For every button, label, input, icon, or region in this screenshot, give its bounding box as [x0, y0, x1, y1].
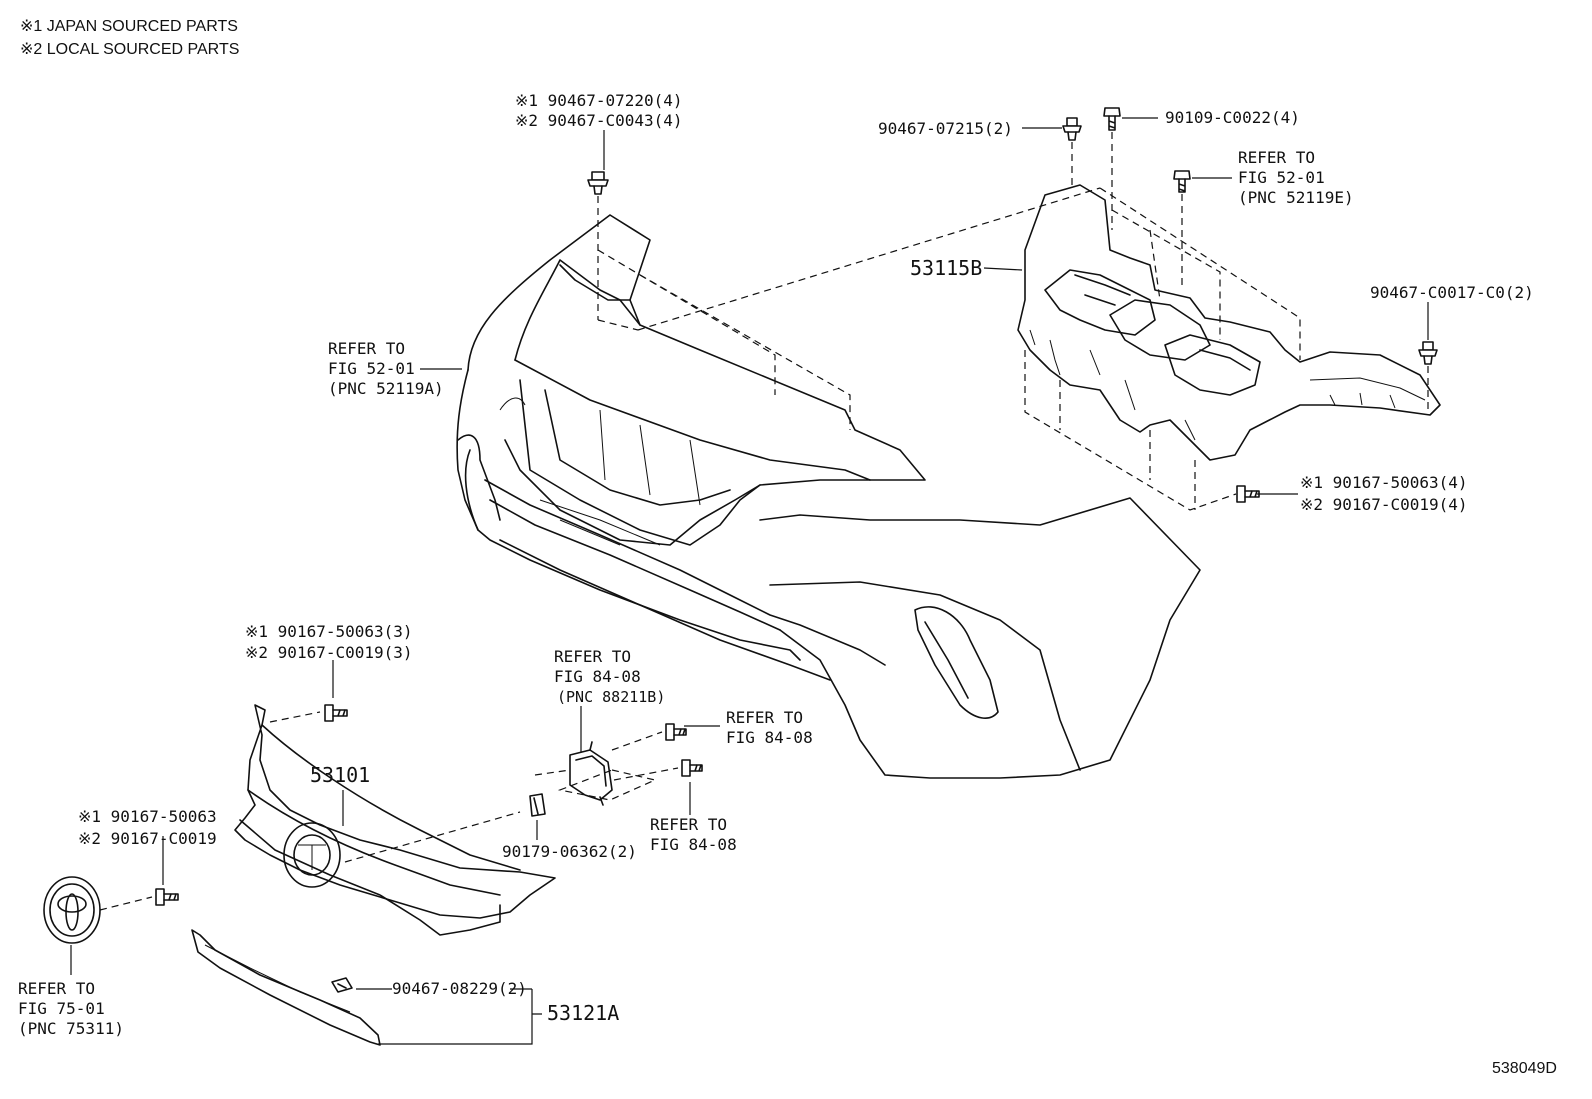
note-japan-sourced: ※1 JAPAN SOURCED PARTS	[20, 18, 238, 35]
retainer-53115b-drawing	[1017, 184, 1441, 461]
ref-fig-52-01-a-line3: (PNC 52119A)	[328, 379, 444, 398]
note-local-sourced: ※2 LOCAL SOURCED PARTS	[20, 41, 239, 58]
ref-fig-84-08-r-line2: FIG 84-08	[726, 728, 813, 747]
clip-icon	[331, 977, 353, 993]
callout-screw-japan-emblem: ※1 90167-50063	[78, 807, 217, 826]
radar-sensor-bracket-drawing	[569, 741, 613, 806]
ref-fig-84-08-l-line1: REFER TO	[650, 815, 727, 834]
ref-fig-52-01-a-line2: FIG 52-01	[328, 359, 415, 378]
ref-fig-52-01-e-line2: FIG 52-01	[1238, 168, 1325, 187]
assembly-guide-lines	[99, 132, 1429, 911]
callout-clip-90467-c0017: 90467-C0017-C0(2)	[1370, 283, 1534, 302]
callout-clip-90467-08229: 90467-08229(2)	[392, 979, 527, 998]
part-number-53115b: 53115B	[910, 256, 982, 280]
ref-fig-75-01-line2: FIG 75-01	[18, 999, 105, 1018]
nut-icon	[529, 793, 546, 817]
callout-screw-japan-right: ※1 90167-50063(4)	[1300, 473, 1468, 492]
emblem-drawing	[43, 876, 101, 944]
ref-fig-84-08-b-line3: (PNC 88211B)	[557, 688, 665, 706]
bolt-icon	[681, 759, 703, 777]
ref-fig-84-08-b-line1: REFER TO	[554, 647, 631, 666]
ref-fig-84-08-b-line2: FIG 84-08	[554, 667, 641, 686]
ref-fig-84-08-l-line2: FIG 84-08	[650, 835, 737, 854]
bolt-icon	[1173, 170, 1191, 193]
callout-clip-japan-a: ※1 90467-07220(4)	[515, 91, 683, 110]
callout-clip-local-a: ※2 90467-C0043(4)	[515, 111, 683, 130]
screw-icon	[1236, 485, 1260, 503]
clip-icon	[1418, 341, 1438, 365]
ref-fig-52-01-e-line3: (PNC 52119E)	[1238, 188, 1354, 207]
callout-labels: ※1 90467-07220(4) ※2 90467-C0043(4) 9046…	[18, 91, 1557, 1077]
part-number-53121a: 53121A	[547, 1001, 619, 1025]
grille-53101-drawing	[234, 704, 556, 936]
ref-fig-84-08-r-line1: REFER TO	[726, 708, 803, 727]
leader-lines	[70, 117, 1429, 1045]
ref-fig-75-01-line1: REFER TO	[18, 979, 95, 998]
callout-screw-local-right: ※2 90167-C0019(4)	[1300, 495, 1468, 514]
bolt-icon	[665, 723, 687, 741]
clip-icon	[1062, 117, 1082, 141]
callout-nut-90179: 90179-06362(2)	[502, 842, 637, 861]
bolt-icon	[1103, 107, 1121, 131]
ref-fig-52-01-e-line1: REFER TO	[1238, 148, 1315, 167]
callout-clip-90467-07215: 90467-07215(2)	[878, 119, 1013, 138]
part-number-53101: 53101	[310, 763, 370, 787]
callout-screw-japan-grille: ※1 90167-50063(3)	[245, 622, 413, 641]
lower-grille-53121a-drawing	[191, 929, 381, 1046]
ref-fig-52-01-a-line1: REFER TO	[328, 339, 405, 358]
screw-icon	[155, 888, 179, 906]
front-bumper-cover-drawing	[456, 214, 1201, 779]
callout-bolt-90109: 90109-C0022(4)	[1165, 108, 1300, 127]
screw-icon	[324, 704, 348, 722]
figure-id: 538049D	[1492, 1060, 1557, 1077]
clip-icon	[587, 171, 609, 195]
ref-fig-75-01-line3: (PNC 75311)	[18, 1019, 124, 1038]
callout-screw-local-grille: ※2 90167-C0019(3)	[245, 643, 413, 662]
fasteners	[155, 107, 1438, 993]
callout-screw-local-emblem: ※2 90167-C0019	[78, 829, 217, 848]
